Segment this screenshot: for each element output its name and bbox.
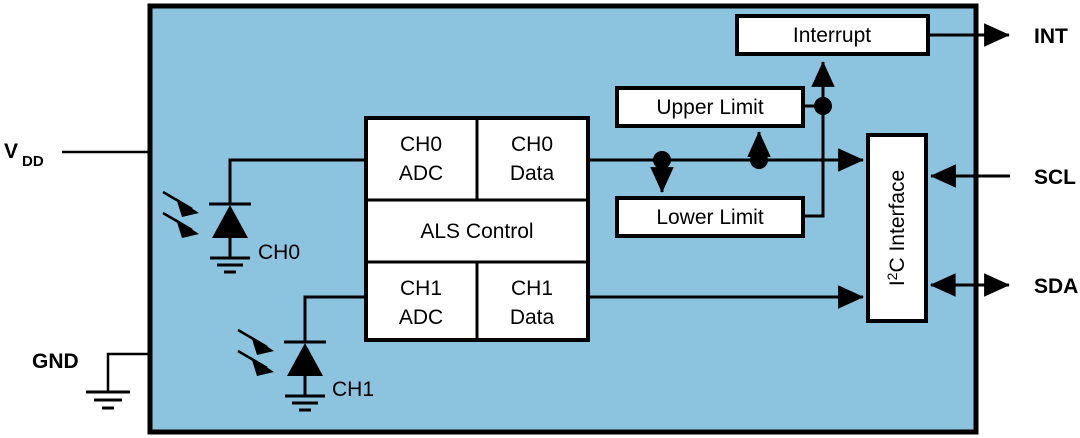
block-ch1-data-line2: Data bbox=[510, 306, 555, 329]
block-i2c-prefix: I bbox=[886, 280, 909, 286]
block-lower-limit-label: Lower Limit bbox=[656, 206, 764, 229]
block-i2c-interface-label-group: I2C Interface bbox=[884, 170, 909, 286]
block-i2c-interface bbox=[866, 133, 928, 323]
pin-label-vdd-sub: DD bbox=[22, 153, 44, 170]
block-ch0-adc-line2: ADC bbox=[399, 162, 443, 185]
block-upper-limit-label: Upper Limit bbox=[656, 96, 764, 119]
pin-label-scl: SCL bbox=[1034, 166, 1076, 189]
block-ch1-adc-line2: ADC bbox=[399, 306, 443, 329]
wire-gnd bbox=[106, 352, 150, 392]
ground-symbol-ch1 bbox=[285, 394, 325, 412]
block-ch1-adc-line1: CH1 bbox=[400, 277, 442, 300]
block-als-control-label: ALS Control bbox=[420, 220, 533, 243]
photodiode-ch0 bbox=[162, 158, 366, 274]
wire-ch0-diode-to-adc bbox=[228, 158, 366, 204]
block-ch1-data-line1: CH1 bbox=[511, 277, 553, 300]
photodiode-ch1-triangle bbox=[287, 343, 323, 376]
block-ch0-adc-line1: CH0 bbox=[400, 133, 442, 156]
photodiode-ch1-label: CH1 bbox=[332, 378, 374, 401]
block-lower-limit bbox=[615, 196, 805, 238]
wire-ch1-diode-to-adc bbox=[303, 295, 366, 342]
block-interrupt-label: Interrupt bbox=[793, 24, 871, 47]
light-arrows-ch0 bbox=[162, 190, 199, 238]
pin-label-int: INT bbox=[1034, 25, 1068, 48]
pin-label-gnd: GND bbox=[32, 350, 79, 373]
block-i2c-superscript: 2 bbox=[884, 272, 900, 280]
photodiode-ch0-triangle bbox=[212, 205, 248, 238]
block-upper-limit bbox=[615, 86, 805, 128]
block-ch0-data-line1: CH0 bbox=[511, 133, 553, 156]
photodiode-ch0-label: CH0 bbox=[258, 241, 300, 264]
light-arrows-ch1 bbox=[237, 328, 274, 376]
ground-symbol-ch0 bbox=[210, 256, 250, 274]
core-block-group bbox=[364, 116, 590, 342]
ground-symbol-gnd-pin bbox=[86, 390, 130, 410]
pin-label-vdd-main: V bbox=[4, 140, 18, 163]
pin-label-sda: SDA bbox=[1034, 275, 1078, 298]
block-i2c-suffix: C Interface bbox=[886, 170, 909, 273]
wire-lower-limit-out bbox=[803, 106, 825, 218]
block-ch0-data-line2: Data bbox=[510, 162, 555, 185]
block-interrupt bbox=[735, 14, 930, 56]
junction-dot-lower-limit bbox=[653, 151, 671, 169]
svg-text:I2C Interface: I2C Interface bbox=[884, 170, 909, 286]
photodiode-ch1 bbox=[237, 295, 366, 412]
